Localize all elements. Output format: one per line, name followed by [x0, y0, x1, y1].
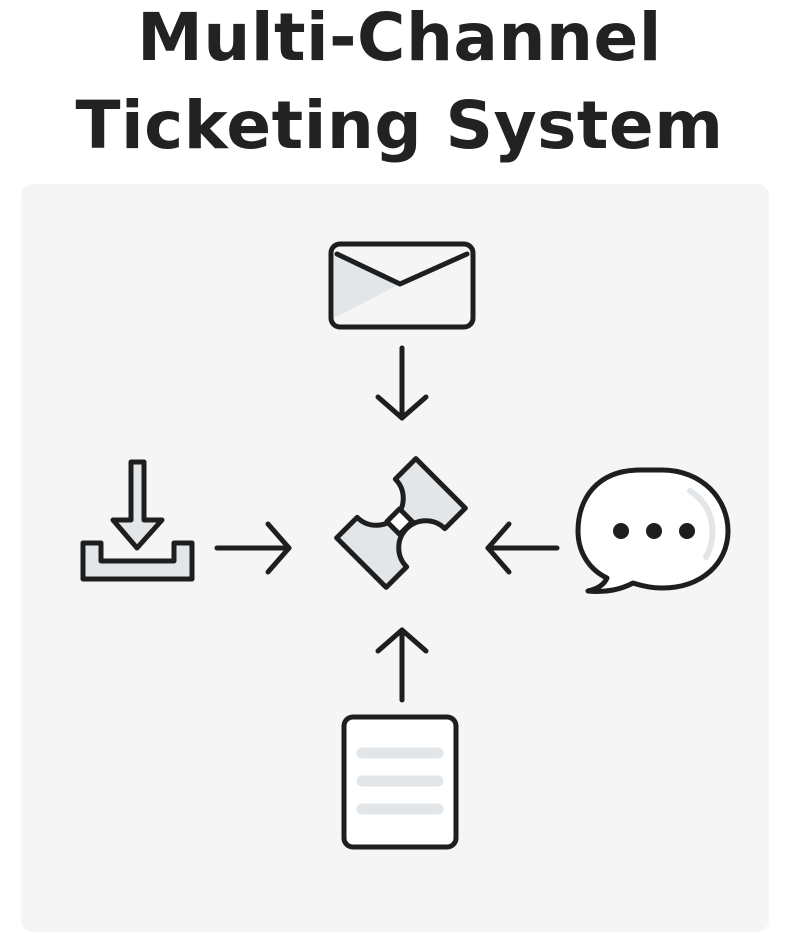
envelope-icon [328, 241, 476, 330]
title-line-2: Ticketing System [75, 87, 724, 164]
title-line-1: Multi-Channel [137, 0, 662, 76]
document-icon [341, 714, 459, 850]
ticket-icon [334, 456, 468, 590]
arrow-email-to-ticket [375, 345, 429, 421]
page-title: Multi-Channel Ticketing System [0, 0, 799, 170]
arrow-download-to-ticket [214, 521, 292, 575]
inbox-download-icon [80, 459, 195, 582]
arrow-chat-to-ticket [485, 521, 560, 575]
speech-bubble-icon [575, 467, 731, 594]
arrow-document-to-ticket [375, 627, 429, 703]
